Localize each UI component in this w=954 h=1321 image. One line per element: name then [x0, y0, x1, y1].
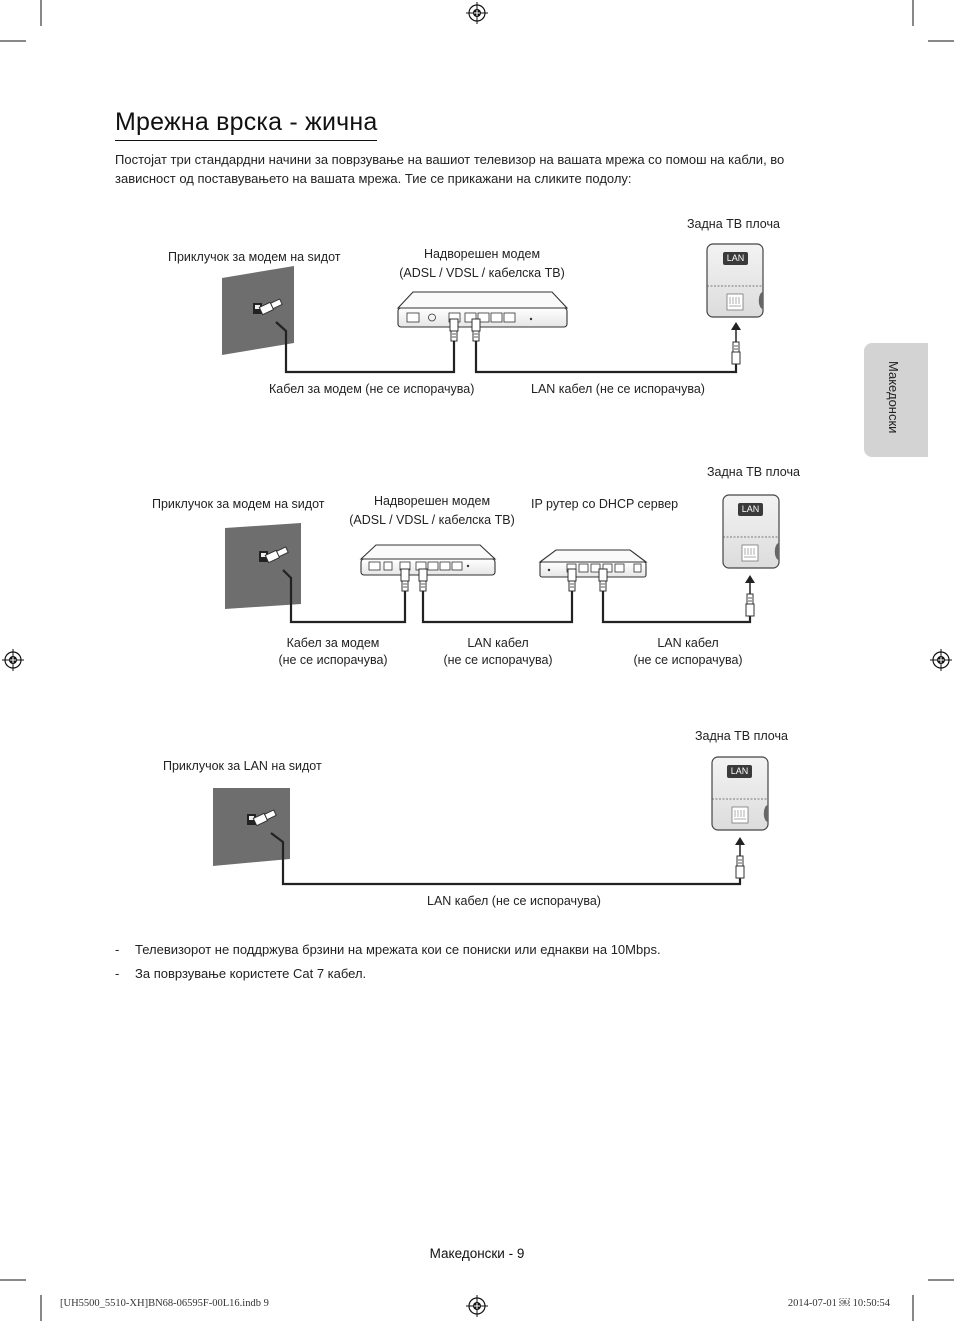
side-tab-text: Македонски	[886, 361, 901, 434]
d2-cable1-label-1: Кабел за модем	[286, 636, 380, 650]
d1-lan-cable-label: LAN кабел (не се испорачува)	[531, 382, 705, 396]
intro-paragraph: Постојат три стандардни начини за поврзу…	[115, 152, 785, 186]
registration-mark-right	[929, 648, 953, 672]
d1-lan-badge: LAN	[723, 252, 748, 265]
registration-mark-left	[1, 648, 25, 672]
d2-cable2-label-2: (не се испорачува)	[443, 653, 553, 667]
d2-wall-label: Приклучок за модем на ѕидот	[152, 497, 325, 511]
language-side-tab-label: Македонски	[864, 343, 901, 457]
d2-modem-label-2: (ADSL / VDSL / кабелска ТВ)	[349, 513, 515, 527]
tv-panel-2	[722, 494, 780, 569]
d2-router-label: IP рутер со DHCP сервер	[531, 497, 679, 511]
note-dash: -	[115, 966, 120, 981]
diagram2-graphics	[225, 494, 780, 624]
d3-lan-cable-label: LAN кабел (не се испорачува)	[427, 894, 601, 908]
print-timestamp: 2014-07-01 ￼ 10:50:54	[787, 1298, 890, 1309]
d3-lan-badge: LAN	[727, 765, 752, 778]
tv-panel-1	[706, 243, 764, 318]
registration-mark-top	[465, 1, 489, 25]
d1-modem-label-2: (ADSL / VDSL / кабелска ТВ)	[399, 266, 565, 280]
diagram1-graphics	[222, 243, 764, 374]
d1-wall-label: Приклучок за модем на ѕидот	[168, 250, 341, 264]
d2-cable3-label-2: (не се испорачува)	[633, 653, 743, 667]
diagram3-graphics	[213, 756, 769, 886]
d2-cable1-label-2: (не се испорачува)	[278, 653, 388, 667]
d1-tv-label: Задна ТВ плоча	[687, 217, 780, 231]
note-dash: -	[115, 942, 120, 957]
wall-jack-2	[225, 523, 301, 609]
note-item: -Телевизорот не поддржува брзини на мреж…	[115, 942, 661, 957]
tv-panel-3	[711, 756, 769, 831]
registration-mark-bottom	[465, 1294, 489, 1318]
d3-tv-label: Задна ТВ плоча	[695, 729, 788, 743]
wall-jack-3	[213, 788, 290, 866]
d2-cable3-label-1: LAN кабел	[657, 636, 719, 650]
modem-1	[396, 291, 569, 328]
language-side-tab	[864, 343, 928, 457]
page-number: Македонски - 9	[429, 1246, 525, 1261]
d2-modem-label-1: Надворешен модем	[373, 494, 491, 508]
d2-cable2-label-1: LAN кабел	[467, 636, 529, 650]
d1-modem-label-1: Надворешен модем	[423, 247, 541, 261]
d3-wall-label: Приклучок за LAN на ѕидот	[163, 759, 322, 773]
print-file-info: [UH5500_5510-XH]BN68-06595F-00L16.indb 9	[60, 1298, 269, 1309]
d1-modem-cable-label: Кабел за модем (не се испорачува)	[269, 382, 475, 396]
router	[538, 549, 648, 578]
note-item: -За поврзување користете Cat 7 кабел.	[115, 966, 366, 981]
d2-lan-badge: LAN	[738, 503, 763, 516]
modem-2	[359, 544, 497, 576]
page-title: Мрежна врска - жична	[115, 108, 378, 141]
note-text: За поврзување користете Cat 7 кабел.	[135, 966, 367, 981]
d2-tv-label: Задна ТВ плоча	[707, 465, 800, 479]
note-text: Телевизорот не поддржува брзини на мрежа…	[135, 942, 661, 957]
